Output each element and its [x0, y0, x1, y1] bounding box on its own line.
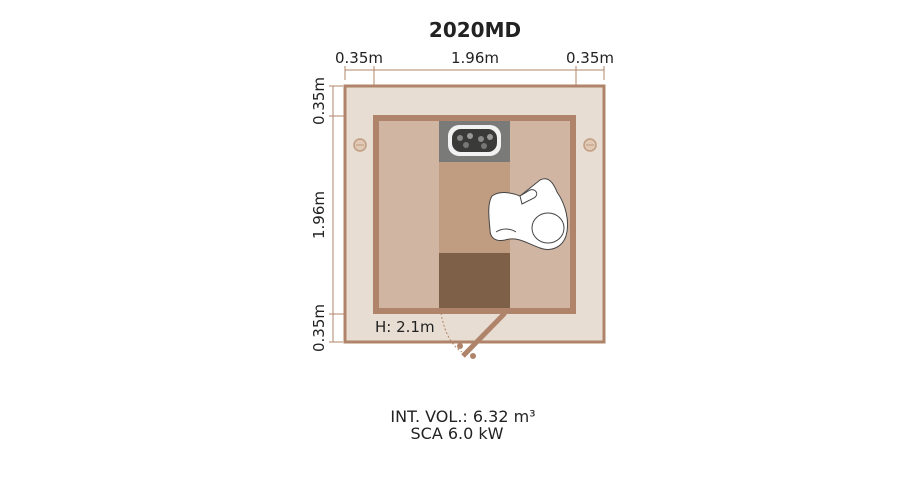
height-label: H: 2.1m — [375, 318, 435, 336]
dim-top-middle: 1.96m — [451, 49, 499, 67]
light-right-icon — [583, 138, 597, 152]
heater-icon — [448, 125, 501, 156]
model-title: 2020MD — [429, 18, 521, 42]
dim-top-right: 0.35m — [566, 49, 614, 67]
dim-left-top: 0.35m — [310, 77, 328, 125]
light-left-icon — [353, 138, 367, 152]
dim-left-middle: 1.96m — [310, 191, 328, 239]
floor-step — [439, 253, 510, 308]
dim-top-left: 0.35m — [335, 49, 383, 67]
volume-spec: INT. VOL.: 6.32 m³ — [390, 407, 535, 426]
door-icon[interactable] — [440, 311, 507, 359]
person-icon — [488, 178, 569, 250]
dim-left-bottom: 0.35m — [310, 304, 328, 352]
heater-spec: SCA 6.0 kW — [411, 424, 504, 443]
